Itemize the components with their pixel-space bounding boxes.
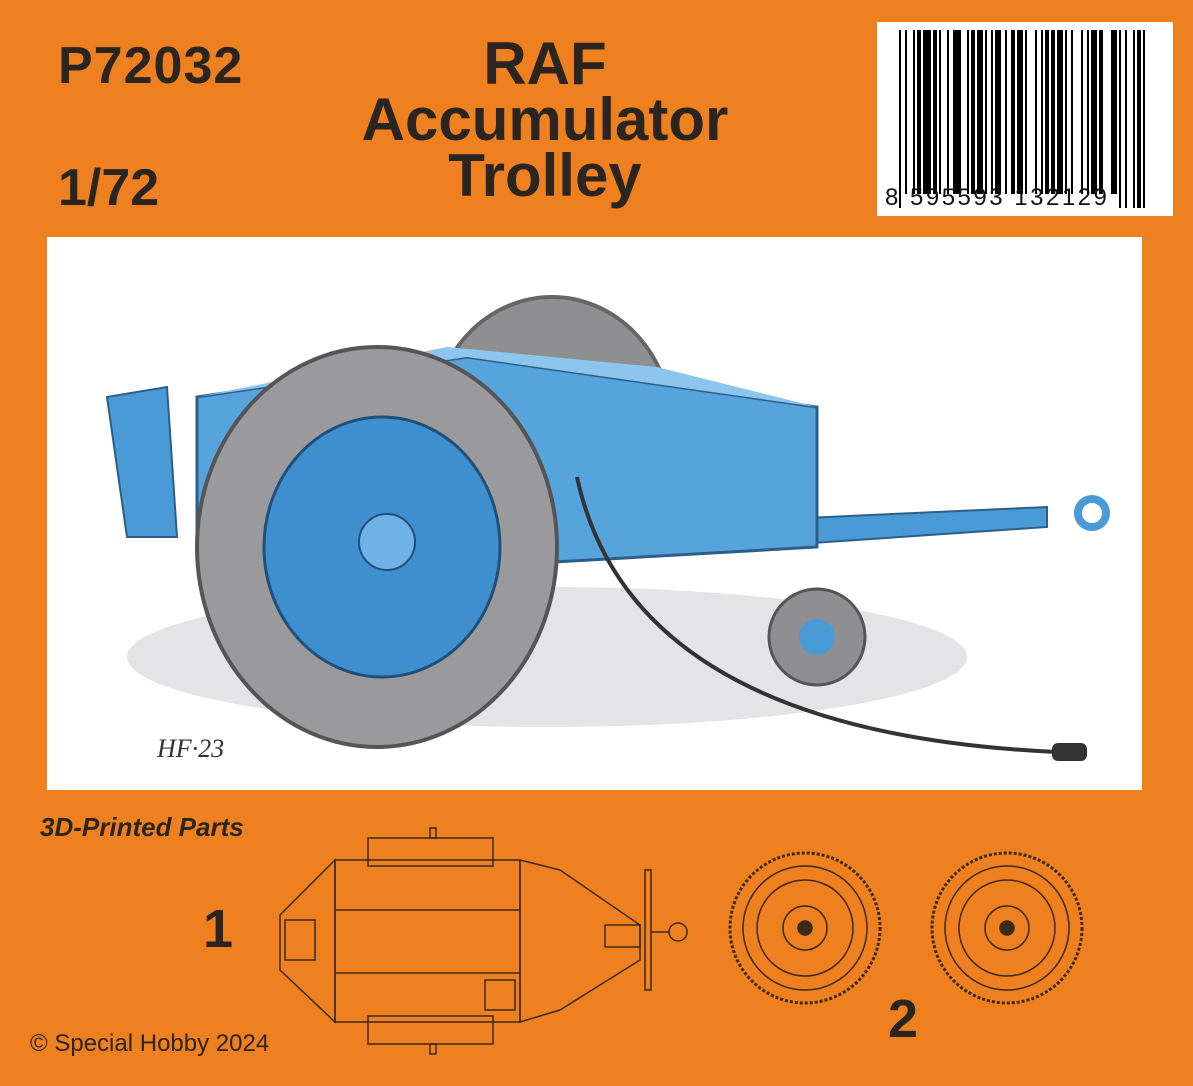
barcode-bar [953,30,961,194]
barcode-bar [905,30,907,194]
title-line: Accumulator [361,86,729,153]
barcode-bar [985,30,987,194]
part-2-label: 2 [888,989,919,1049]
barcode: 8 595593 132129 [877,22,1173,216]
title-line: Trolley [448,142,642,209]
barcode-bar [1041,30,1043,194]
barcode-bar [967,30,969,194]
barcode-bar [1143,30,1145,208]
title-line: RAF [483,30,607,97]
barcode-bar [947,30,949,194]
barcode-bar [1051,30,1055,194]
product-code: P72032 [58,37,244,95]
product-title: RAF Accumulator Trolley [300,30,790,209]
barcode-bar [939,30,941,194]
barcode-bars [899,30,1145,208]
barcode-bar [1017,30,1023,194]
barcode-bar [913,30,915,194]
barcode-bar [1119,30,1121,208]
barcode-bar [977,30,983,194]
barcode-bar [1071,30,1073,194]
cable-plug [1052,743,1087,761]
wheel-part [728,851,882,1005]
barcode-bar [1011,30,1015,194]
parts-heading: 3D-Printed Parts [40,812,244,842]
barcode-bar [1087,30,1089,194]
barcode-bar [991,30,993,194]
front-wheel-hub [358,513,416,571]
barcode-bar [1137,30,1141,208]
barcode-bar [1005,30,1007,194]
barcode-bar [1133,30,1135,208]
barcode-bar [1025,30,1027,194]
part-2-drawing [728,851,1084,1005]
barcode-bar [933,30,937,194]
artist-signature: HF·23 [156,734,224,763]
part-1-drawing [279,827,688,1055]
barcode-bar [1065,30,1067,194]
barcode-bar [1125,30,1127,208]
barcode-bar [995,30,1001,194]
part-1-label: 1 [203,899,234,959]
scale-label: 1/72 [58,159,160,217]
barcode-digits: 8 595593 132129 [885,184,1110,211]
tow-eye [1074,495,1110,531]
barcode-bar [971,30,975,194]
barcode-bar [1091,30,1097,194]
barcode-bar [1035,30,1037,194]
barcode-bar [899,30,901,208]
barcode-bar [1057,30,1063,194]
caster-hub [799,619,835,655]
cable [575,476,1058,754]
barcode-bar [1099,30,1103,194]
barcode-bar [923,30,931,194]
barcode-bar [917,30,921,194]
barcode-bar [1081,30,1083,194]
copyright: © Special Hobby 2024 [30,1030,270,1057]
front-frame [105,385,179,538]
wheel-part [930,851,1084,1005]
barcode-bar [1111,30,1117,194]
trolley-illustration: HF·23 [47,237,1142,790]
barcode-bar [1045,30,1049,194]
